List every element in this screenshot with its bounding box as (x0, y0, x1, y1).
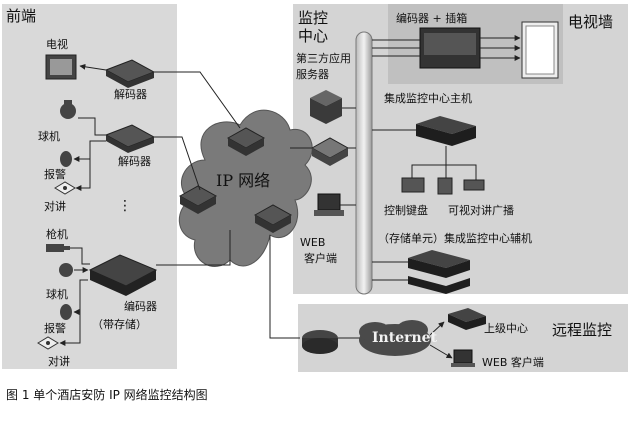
upper-center-icon (448, 308, 486, 330)
remote-web-client-label: WEB 客户端 (482, 356, 544, 369)
control-keyboard-label: 控制键盘 (384, 204, 428, 217)
tv-icon (45, 54, 77, 80)
internet-label: Internet (372, 330, 438, 346)
alarm-2-label: 报警 (44, 322, 66, 335)
remote-monitoring-label: 远程监控 (552, 321, 613, 339)
intercom-2-icon (37, 336, 59, 350)
control-keyboard-icon (401, 177, 425, 193)
main-host-label: 集成监控中心主机 (384, 92, 472, 105)
encoder-icon (88, 254, 158, 296)
alarm-1-label: 报警 (44, 168, 66, 181)
intercom-2-label: 对讲 (48, 355, 70, 368)
decoder-1-label: 解码器 (114, 88, 147, 101)
decoder-1-icon (104, 59, 156, 88)
center-backbone-pole (355, 31, 373, 295)
video-intercom-icon (437, 177, 485, 195)
dome-camera-2-icon (59, 263, 73, 277)
alarm-1-icon (60, 151, 72, 167)
dome-camera-2-label: 球机 (46, 288, 68, 301)
ellipsis-label: ⋮ (118, 198, 132, 214)
with-storage-label: （带存储） (92, 318, 147, 331)
router-top-icon (226, 127, 266, 156)
video-intercom-label: 可视对讲广播 (448, 204, 514, 217)
internet-cloud (359, 320, 431, 356)
tv-wall-display-icon (521, 21, 559, 79)
decoder-2-icon (104, 124, 156, 153)
encoder-chassis-icon (419, 27, 481, 69)
center-switch-icon (310, 137, 350, 166)
encoder-chassis-label: 编码器 + 插箱 (396, 12, 468, 25)
aux-host-label: （存储单元）集成监控中心辅机 (378, 232, 532, 245)
intercom-1-icon (54, 181, 76, 195)
router-left-icon (178, 185, 218, 214)
third-party-server-icon (310, 90, 342, 124)
remote-router-icon (302, 330, 338, 354)
intercom-1-label: 对讲 (44, 200, 66, 213)
monitor-center-label-line1: 监控 (298, 9, 329, 27)
monitor-center-label-line2: 中心 (298, 27, 329, 45)
frontend-label: 前端 (6, 7, 37, 25)
ip-network-label: IP 网络 (216, 171, 271, 190)
dome-camera-1-label: 球机 (38, 130, 60, 143)
alarm-2-icon (60, 304, 72, 320)
upper-center-label: 上级中心 (484, 322, 528, 335)
web-client-icon (314, 193, 344, 216)
gun-camera-icon (46, 244, 70, 252)
tv-label: 电视 (46, 38, 68, 51)
web-client-label-line2: 客户端 (304, 252, 337, 265)
figure-caption: 图 1 单个酒店安防 IP 网络监控结构图 (6, 388, 208, 402)
dome-camera-1-icon (60, 100, 76, 119)
third-party-label-line1: 第三方应用 (296, 52, 351, 65)
gun-camera-label: 枪机 (46, 228, 68, 241)
remote-web-client-icon (451, 349, 475, 367)
router-right-icon (253, 204, 293, 233)
encoder-label: 编码器 (124, 300, 157, 313)
decoder-2-label: 解码器 (118, 155, 151, 168)
third-party-label-line2: 服务器 (296, 68, 329, 81)
aux-host-icon (408, 250, 470, 294)
main-host-icon (416, 116, 476, 146)
web-client-label-line1: WEB (300, 236, 326, 249)
tv-wall-label: 电视墙 (568, 13, 614, 31)
